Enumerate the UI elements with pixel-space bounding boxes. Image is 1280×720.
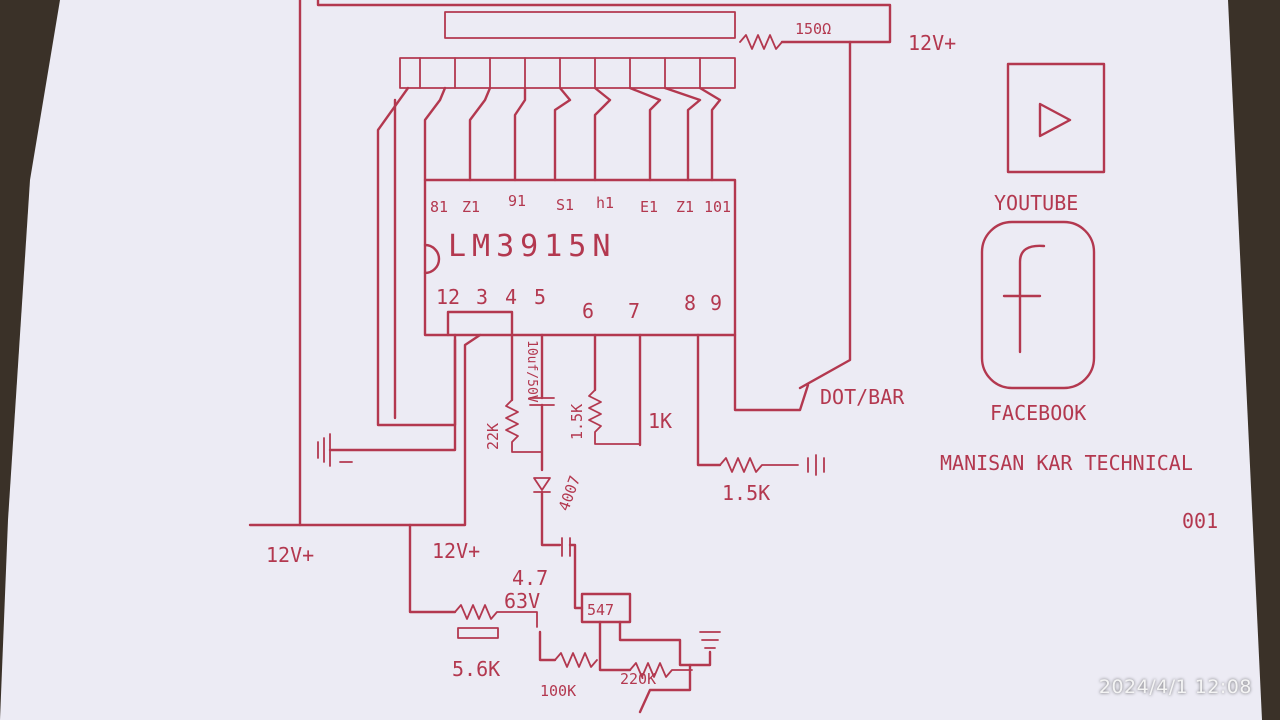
cap-voltage-label: 63V	[504, 589, 540, 613]
cap-value-label: 4.7	[512, 566, 548, 590]
ic-bottom-pin-labels: 12 3 4 5 6 7 8 9	[436, 285, 722, 323]
pin-wiring	[248, 333, 825, 547]
pin-label: 91	[508, 192, 526, 210]
photo-timestamp: 2024/4/1 12:08	[1098, 676, 1252, 698]
cap-10uf-label: 10uf/50V	[524, 340, 539, 403]
dot-bar-switch-label: DOT/BAR	[820, 385, 905, 409]
supply-top-label: 12V+	[908, 31, 956, 55]
pin-label: 6	[582, 299, 594, 323]
youtube-label: YOUTUBE	[994, 191, 1078, 215]
ic-top-pin-labels: 81 Z1 91 S1 h1 E1 Z1 101	[430, 192, 731, 216]
pin-label: 81	[430, 198, 448, 216]
r-1k5-horiz-label: 1.5K	[722, 481, 770, 505]
pin-label: h1	[596, 194, 614, 212]
r-22k-label: 22K	[484, 423, 502, 450]
r-100k-label: 100K	[540, 682, 576, 700]
pin-label: 12	[436, 285, 460, 309]
pin-label: 7	[628, 299, 640, 323]
top-resistor-label: 150Ω	[795, 20, 831, 38]
supply-mid-label: 12V+	[432, 539, 480, 563]
r-5-6k-label: 5.6K	[452, 657, 500, 681]
pin-label: Z1	[462, 198, 480, 216]
pin-label: 5	[534, 285, 546, 309]
facebook-logo	[980, 220, 1096, 390]
pin-label: 3	[476, 285, 488, 309]
transistor-label: 547	[587, 601, 614, 619]
youtube-logo	[1006, 62, 1106, 174]
pin-label: 4	[505, 285, 517, 309]
led-row	[399, 57, 736, 89]
pin-label: 8	[684, 291, 696, 315]
ic-lm3915n	[423, 86, 737, 337]
pin-label: 101	[704, 198, 731, 216]
input-stage-wiring	[408, 523, 721, 714]
pin-label: 9	[710, 291, 722, 315]
top-supply-wiring	[298, 0, 892, 527]
r-1k-label: 1K	[648, 409, 672, 433]
burnt-resistor	[457, 627, 499, 639]
channel-number: 001	[1182, 509, 1218, 533]
left-loop-wiring	[317, 86, 514, 467]
r-220k-label: 220K	[620, 670, 656, 688]
channel-name: MANISAN KAR TECHNICAL	[940, 451, 1193, 475]
r-1k5-vert-label: 1.5K	[568, 404, 586, 440]
pin-label: E1	[640, 198, 658, 216]
supply-left-label: 12V+	[266, 543, 314, 567]
facebook-label: FACEBOOK	[990, 401, 1086, 425]
pin-label: Z1	[676, 198, 694, 216]
ic-part-label: LM3915N	[448, 229, 616, 264]
pin-label: S1	[556, 196, 574, 214]
